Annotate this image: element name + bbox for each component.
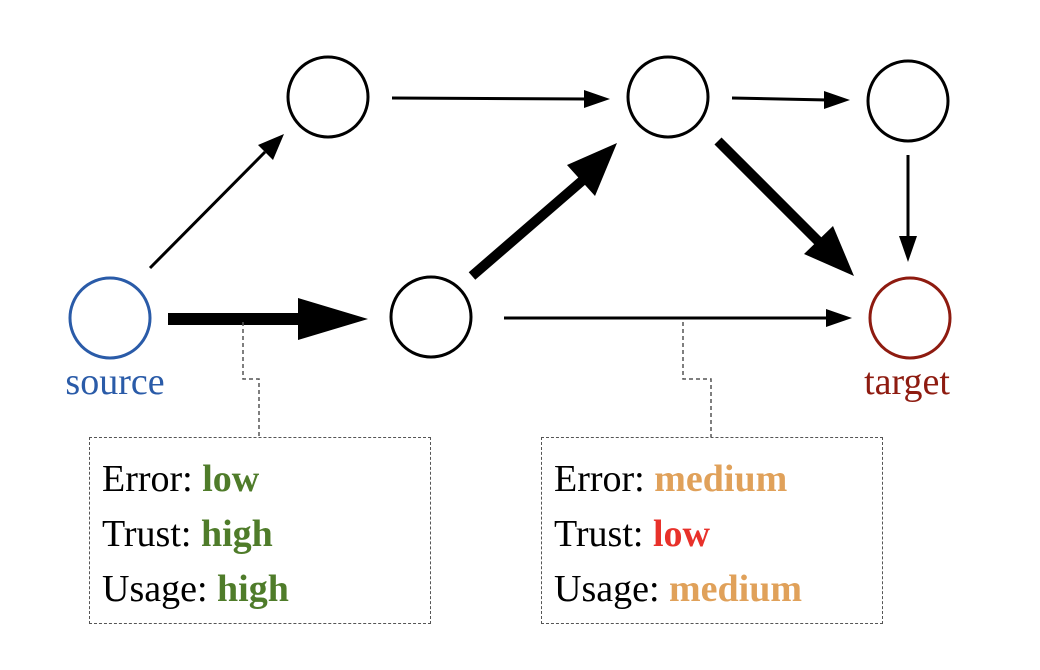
error-value: medium (654, 458, 788, 500)
edge-source-topleft (148, 150, 267, 270)
trust-key: Trust: (554, 513, 644, 555)
node-source[interactable] (68, 276, 152, 360)
error-value: low (202, 458, 260, 500)
arrowhead-middle-target (826, 309, 852, 327)
error-row: Error: low (102, 452, 430, 507)
trust-value: high (200, 513, 273, 555)
usage-key: Usage: (102, 568, 208, 610)
error-row: Error: medium (554, 452, 882, 507)
arrowhead-middle-topmiddle (567, 143, 617, 196)
arrowhead-source-topleft (258, 134, 284, 160)
edge-middle-topmiddle (468, 176, 587, 280)
trust-key: Trust: (102, 513, 192, 555)
edge-topmiddle-target (714, 137, 822, 245)
edge-topleft-topmiddle (391, 96, 589, 101)
usage-row: Usage: high (102, 562, 430, 617)
error-key: Error: (554, 458, 645, 500)
callout-connector-right (682, 322, 712, 437)
trust-row: Trust: high (102, 507, 430, 562)
trust-value: low (652, 513, 710, 555)
source-label: source (65, 361, 164, 403)
target-label: target (864, 361, 950, 403)
usage-value: high (217, 568, 289, 610)
callout-connector-left (242, 322, 260, 437)
arrowhead-topmiddle-target (804, 226, 854, 276)
arrowhead-topleft-topmiddle (584, 90, 610, 108)
arrowhead-topmiddle-topright (824, 91, 850, 109)
edge-topmiddle-topright (731, 96, 829, 102)
arrowhead-topright-target (899, 236, 917, 262)
node-middle[interactable] (389, 275, 473, 359)
usage-key: Usage: (554, 568, 660, 610)
node-target[interactable] (868, 276, 952, 360)
trust-row: Trust: low (554, 507, 882, 562)
arrowhead-source-middle (298, 298, 368, 340)
error-key: Error: (102, 458, 193, 500)
usage-value: medium (669, 568, 803, 610)
node-top-middle[interactable] (626, 55, 710, 139)
node-top-left[interactable] (286, 55, 370, 139)
metrics-box-target-edge: Error: medium Trust: low Usage: medium (541, 437, 883, 624)
usage-row: Usage: medium (554, 562, 882, 617)
node-top-right[interactable] (866, 59, 950, 143)
metrics-box-source-edge: Error: low Trust: high Usage: high (89, 437, 431, 624)
